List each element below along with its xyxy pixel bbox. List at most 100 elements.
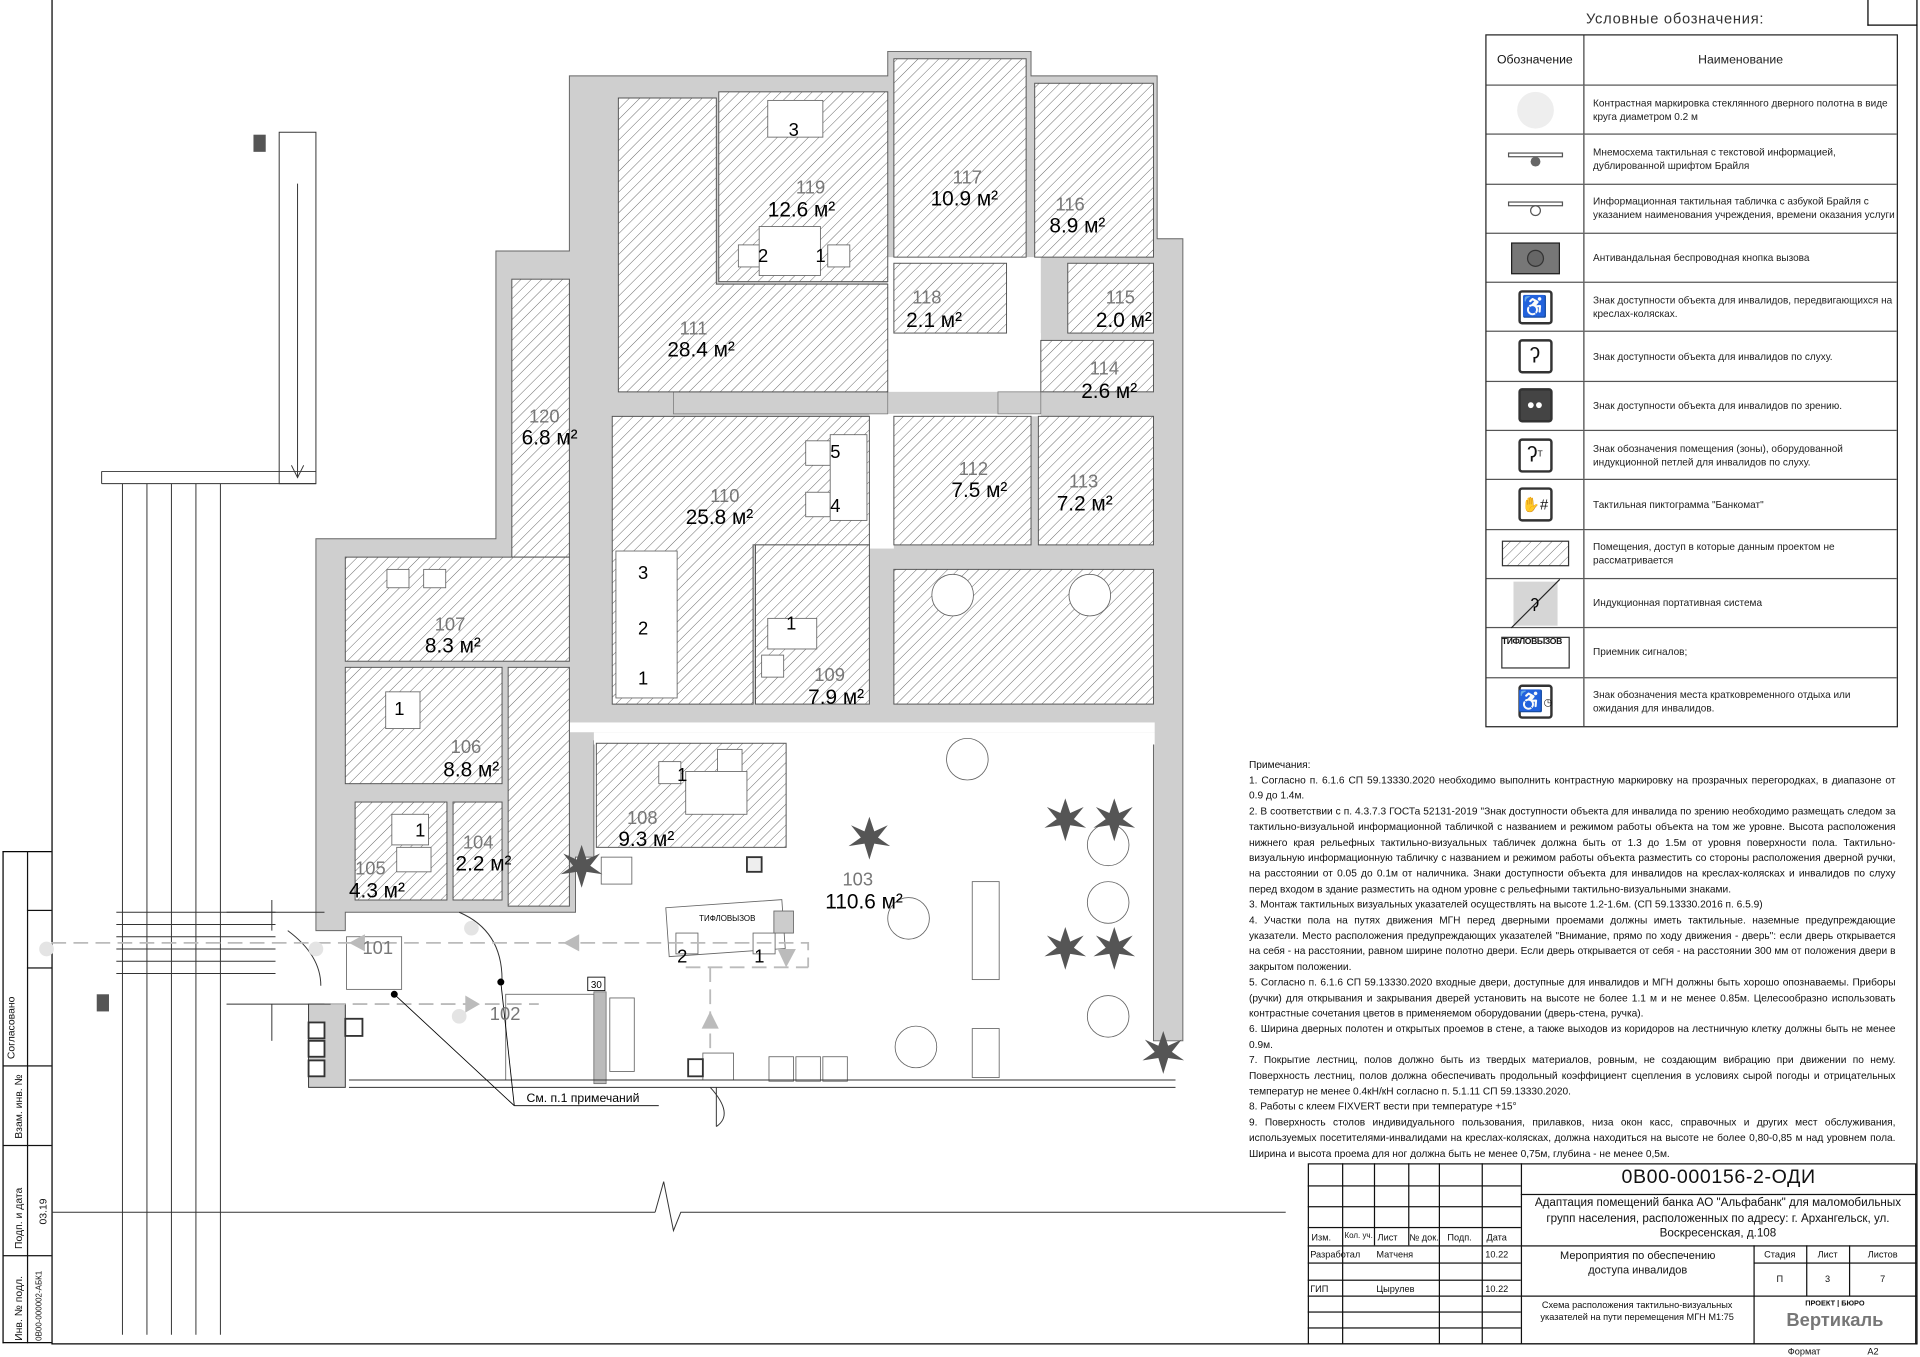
receiver-label: ТИФЛОВЫЗОВ xyxy=(699,914,755,923)
room-id: 113 xyxy=(1069,470,1098,491)
tb-header: № док. xyxy=(1409,1231,1439,1243)
legend-text: Знак обозначения помещения (зоны), обору… xyxy=(1593,442,1843,468)
furniture xyxy=(346,99,1130,1082)
legend-row: ♿Знак доступности объекта для инвалидов,… xyxy=(1486,281,1897,332)
room-id: 106 xyxy=(451,736,482,757)
tb-header: Дата xyxy=(1486,1231,1507,1243)
drawing-title: Схема расположения тактильно-визуальных … xyxy=(1540,1299,1734,1323)
room-id: 101 xyxy=(362,937,393,958)
workplace-number: 5 xyxy=(830,441,840,462)
legend-row: Антивандальная беспроводная кнопка вызов… xyxy=(1486,232,1897,282)
legend-row: ♿◷Знак обозначения места кратковременног… xyxy=(1486,676,1897,726)
room-id: 119 xyxy=(796,176,825,197)
legend-text: Мнемосхема тактильная с текстовой информ… xyxy=(1593,146,1836,172)
logo-top: ПРОЕКТ | БЮРО xyxy=(1805,1300,1865,1308)
legend-header: Обозначение Наименование xyxy=(1487,35,1897,85)
note: 4. Участки пола на путях движения МГН пе… xyxy=(1248,913,1896,973)
room-area: 9.3 м² xyxy=(618,828,674,851)
room-area: 2.6 м² xyxy=(1081,380,1137,403)
section-title: Мероприятия по обеспечению доступа инвал… xyxy=(1560,1248,1716,1276)
signer-name: Матченя xyxy=(1376,1248,1414,1261)
note: 7. Покрытие лестниц, полов должно быть и… xyxy=(1248,1053,1896,1097)
tb-header: Лист xyxy=(1377,1231,1398,1243)
stamp-inv-replace: Взам. инв. № xyxy=(12,1074,25,1139)
workplace-number: 1 xyxy=(816,245,826,266)
stamp-inv-original: Инв. № подл. xyxy=(12,1275,25,1341)
legend-row: ●●Знак доступности объекта для инвалидов… xyxy=(1486,380,1897,430)
workplace-number: 4 xyxy=(830,495,840,516)
room-area: 12.6 м² xyxy=(768,199,836,222)
note: 2. В соответствии с п. 4.3.7.3 ГОСТа 521… xyxy=(1248,804,1896,895)
corner-box xyxy=(1867,0,1918,26)
room-area: 28.4 м² xyxy=(667,338,735,361)
tactile-mnemonic-icon xyxy=(1507,152,1563,167)
room-id: 107 xyxy=(435,614,466,635)
wheelchair-icon: ♿ xyxy=(1517,289,1553,325)
workplace-number: 3 xyxy=(638,562,648,583)
room-id: 109 xyxy=(814,664,845,685)
room-id: 110 xyxy=(710,485,739,506)
room-area: 110.6 м² xyxy=(825,891,903,914)
glass-marking-circle-icon xyxy=(1516,91,1554,129)
movement-route xyxy=(51,941,810,1054)
plants xyxy=(560,798,1185,1074)
room-labels: 119 12.6 м² 117 10.9 м² 116 8.9 м² 118 2… xyxy=(349,167,1152,1024)
room-id: 118 xyxy=(912,287,941,308)
workplace-number: 2 xyxy=(638,617,648,638)
plant-icon xyxy=(1093,926,1136,970)
room-id: 111 xyxy=(680,317,708,338)
sheets-value: 7 xyxy=(1880,1273,1886,1285)
route-arrows xyxy=(39,920,796,1029)
stamp-agreed: Согласовано xyxy=(4,996,18,1060)
legend-row: ✋#Тактильная пиктограмма "Банкомат" xyxy=(1486,479,1897,529)
workplace-number: 1 xyxy=(415,819,425,840)
stamp-inv-original-value: 0В00-000002-АБК1 xyxy=(35,1270,45,1341)
room-area: 10.9 м² xyxy=(931,188,999,211)
note: 5. Согласно п. 6.1.6 СП 59.13330.2020 вх… xyxy=(1248,975,1896,1020)
room-id: 116 xyxy=(1056,194,1085,215)
legend-row: Информационная тактильная табличка с азб… xyxy=(1486,183,1897,233)
legend-text: Знак обозначения места кратковременного … xyxy=(1593,689,1851,715)
call-button-marker xyxy=(253,134,266,152)
room-area: 8.3 м² xyxy=(425,635,481,658)
signer-date: 10.22 xyxy=(1485,1283,1509,1295)
legend-text: Приемник сигналов; xyxy=(1593,647,1688,659)
legend-text: Индукционная портативная система xyxy=(1593,597,1763,609)
stamp-sign-date-value: 03.19 xyxy=(36,1198,49,1225)
room-area: 25.8 м² xyxy=(686,506,754,529)
tactile-count-label: 30 xyxy=(591,980,602,991)
call-button-marker xyxy=(96,994,109,1012)
signer-date: 10.22 xyxy=(1485,1248,1509,1261)
plant-icon xyxy=(1044,798,1087,842)
room-id: 105 xyxy=(355,857,386,878)
room-area: 2.1 м² xyxy=(906,309,962,332)
workplace-number: 1 xyxy=(754,945,764,966)
tb-header: Кол. уч. xyxy=(1344,1231,1373,1241)
room-id: 112 xyxy=(959,458,988,479)
svg-text:ʔ: ʔ xyxy=(1530,595,1539,615)
workplace-number: 1 xyxy=(677,764,687,785)
company-logo: Вертикаль xyxy=(1786,1310,1884,1332)
legend-row: Помещения, доступ в которые данным проек… xyxy=(1486,528,1897,578)
room-id: 115 xyxy=(1106,287,1135,308)
sheet-value: 3 xyxy=(1824,1273,1831,1285)
plant-icon xyxy=(1044,926,1087,970)
format-value: А2 xyxy=(1867,1345,1879,1357)
room-id: 120 xyxy=(529,405,560,426)
plant-icon xyxy=(1093,798,1136,842)
room-area: 2.0 м² xyxy=(1096,309,1152,332)
workplace-number: 3 xyxy=(789,119,799,140)
visually-impaired-icon: ●● xyxy=(1517,388,1553,423)
room-id: 104 xyxy=(463,832,494,853)
room-area: 2.2 м² xyxy=(456,853,512,876)
sheets-label: Листов xyxy=(1867,1248,1898,1261)
plan-signs xyxy=(307,856,794,1078)
room-area: 7.2 м² xyxy=(1057,493,1113,516)
room-id: 103 xyxy=(842,868,873,889)
legend-table: Обозначение Наименование Контрастная мар… xyxy=(1485,34,1898,728)
legend-row: ʔ Индукционная портативная система xyxy=(1486,577,1897,628)
